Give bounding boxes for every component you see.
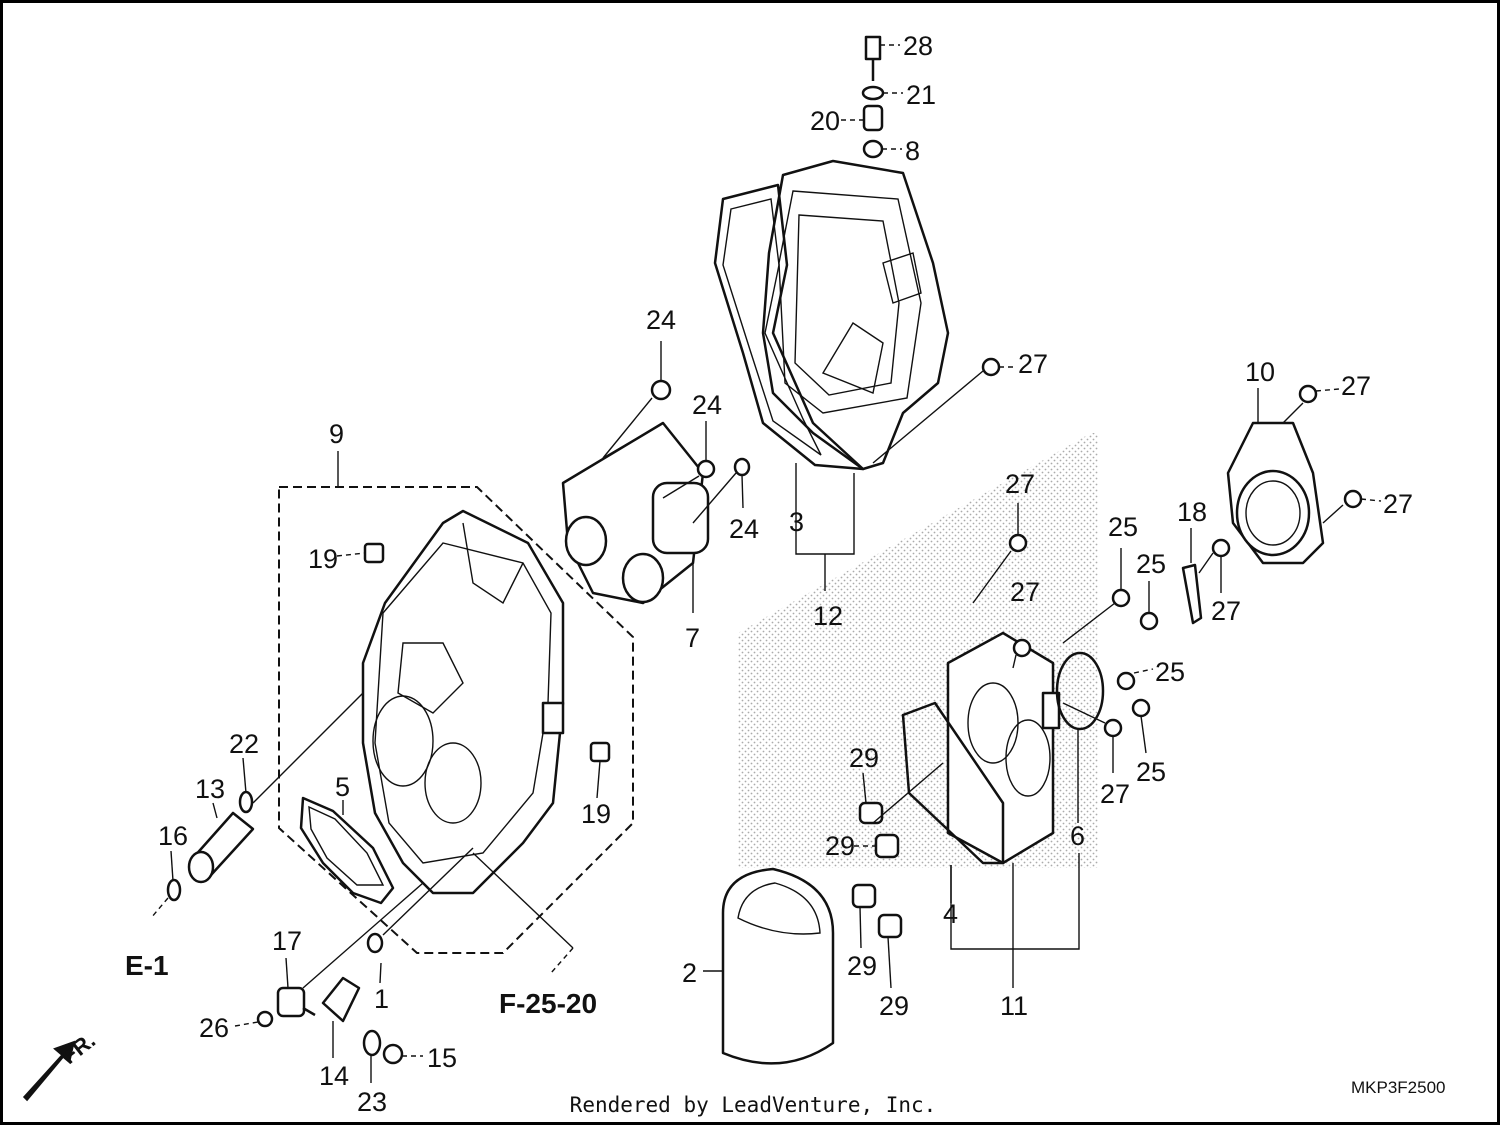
drain-tube-13[interactable] bbox=[187, 811, 255, 884]
callout-19[interactable]: 19 bbox=[581, 799, 611, 829]
callout-3[interactable]: 3 bbox=[789, 507, 804, 537]
callout-25[interactable]: 25 bbox=[1155, 657, 1185, 687]
air-cleaner-case[interactable] bbox=[361, 509, 565, 895]
callout-7[interactable]: 7 bbox=[685, 623, 700, 653]
callout-20[interactable]: 20 bbox=[810, 106, 840, 136]
callout-29[interactable]: 29 bbox=[847, 951, 877, 981]
callout-1[interactable]: 1 bbox=[374, 984, 389, 1014]
cover-gasket[interactable] bbox=[713, 183, 865, 471]
callout-17[interactable]: 17 bbox=[272, 926, 302, 956]
callout-8[interactable]: 8 bbox=[905, 136, 920, 166]
callout-24[interactable]: 24 bbox=[729, 514, 759, 544]
seal-5[interactable] bbox=[299, 796, 395, 905]
ref-e1-link[interactable]: E-1 bbox=[125, 950, 169, 981]
callout-6[interactable]: 6 bbox=[1070, 821, 1085, 851]
air-funnel-10[interactable] bbox=[1226, 421, 1325, 565]
tube-14[interactable] bbox=[321, 976, 361, 1023]
callout-28[interactable]: 28 bbox=[903, 31, 933, 61]
callout-22[interactable]: 22 bbox=[229, 729, 259, 759]
callout-4[interactable]: 4 bbox=[943, 899, 958, 929]
callout-24[interactable]: 24 bbox=[692, 390, 722, 420]
callout-27[interactable]: 27 bbox=[1211, 596, 1241, 626]
screw-26[interactable] bbox=[256, 1010, 274, 1028]
callout-27[interactable]: 27 bbox=[1383, 489, 1413, 519]
bracket-12 bbox=[795, 463, 855, 555]
intake-duct-7[interactable] bbox=[561, 421, 710, 605]
callout-25[interactable]: 25 bbox=[1136, 757, 1166, 787]
callout-29[interactable]: 29 bbox=[879, 991, 909, 1021]
callout-5[interactable]: 5 bbox=[335, 772, 350, 802]
callout-26[interactable]: 26 bbox=[199, 1013, 229, 1043]
callout-25[interactable]: 25 bbox=[1108, 512, 1138, 542]
clip-16[interactable] bbox=[166, 878, 182, 902]
clip-18[interactable] bbox=[1181, 563, 1203, 625]
group-9-outline bbox=[278, 486, 634, 954]
callout-12[interactable]: 12 bbox=[813, 601, 843, 631]
callout-2[interactable]: 2 bbox=[682, 958, 697, 988]
leader-lines bbox=[150, 44, 1382, 1083]
callout-19[interactable]: 19 bbox=[308, 544, 338, 574]
callout-29[interactable]: 29 bbox=[825, 831, 855, 861]
render-credit: Rendered by LeadVenture, Inc. bbox=[569, 1093, 937, 1117]
callout-21[interactable]: 21 bbox=[906, 80, 936, 110]
clamp-23[interactable] bbox=[362, 1029, 382, 1057]
callout-13[interactable]: 13 bbox=[195, 774, 225, 804]
front-direction-arrow: FR. bbox=[22, 1027, 100, 1102]
ref-f2520-link[interactable]: F-25-20 bbox=[499, 988, 597, 1019]
callout-15[interactable]: 15 bbox=[427, 1043, 457, 1073]
exploded-parts-diagram: 28 21 20 8 27 27 27 27 27 27 27 24 24 24… bbox=[22, 31, 1446, 1117]
callout-18[interactable]: 18 bbox=[1177, 497, 1207, 527]
callout-29[interactable]: 29 bbox=[849, 743, 879, 773]
callout-27[interactable]: 27 bbox=[1018, 349, 1048, 379]
callout-9[interactable]: 9 bbox=[329, 419, 344, 449]
o-ring[interactable] bbox=[1055, 651, 1105, 731]
callout-25[interactable]: 25 bbox=[1136, 549, 1166, 579]
callout-numbers: 28 21 20 8 27 27 27 27 27 27 27 24 24 24… bbox=[158, 31, 1413, 1117]
callout-16[interactable]: 16 bbox=[158, 821, 188, 851]
grommets-19[interactable] bbox=[363, 542, 611, 763]
callout-24[interactable]: 24 bbox=[646, 305, 676, 335]
clip-1[interactable] bbox=[366, 932, 384, 954]
callout-27[interactable]: 27 bbox=[1341, 371, 1371, 401]
clamp-22[interactable] bbox=[238, 790, 254, 814]
screws-25[interactable] bbox=[1111, 588, 1159, 718]
front-label: FR. bbox=[57, 1027, 100, 1069]
fitting-17[interactable] bbox=[276, 986, 316, 1018]
callout-23[interactable]: 23 bbox=[357, 1087, 387, 1117]
top-bolt-stack[interactable] bbox=[861, 35, 885, 159]
air-cleaner-housing-6[interactable] bbox=[946, 631, 1061, 865]
air-filter-element-2[interactable] bbox=[721, 867, 835, 1065]
callout-27[interactable]: 27 bbox=[1010, 577, 1040, 607]
callout-14[interactable]: 14 bbox=[319, 1061, 349, 1091]
air-cleaner-cover[interactable] bbox=[761, 159, 950, 471]
callout-10[interactable]: 10 bbox=[1245, 357, 1275, 387]
grommets-29[interactable] bbox=[851, 801, 903, 939]
callout-27[interactable]: 27 bbox=[1100, 779, 1130, 809]
nut-15[interactable] bbox=[382, 1043, 404, 1065]
callout-11[interactable]: 11 bbox=[1000, 991, 1028, 1021]
callout-27[interactable]: 27 bbox=[1005, 469, 1035, 499]
diagram-code: MKP3F2500 bbox=[1351, 1078, 1446, 1097]
